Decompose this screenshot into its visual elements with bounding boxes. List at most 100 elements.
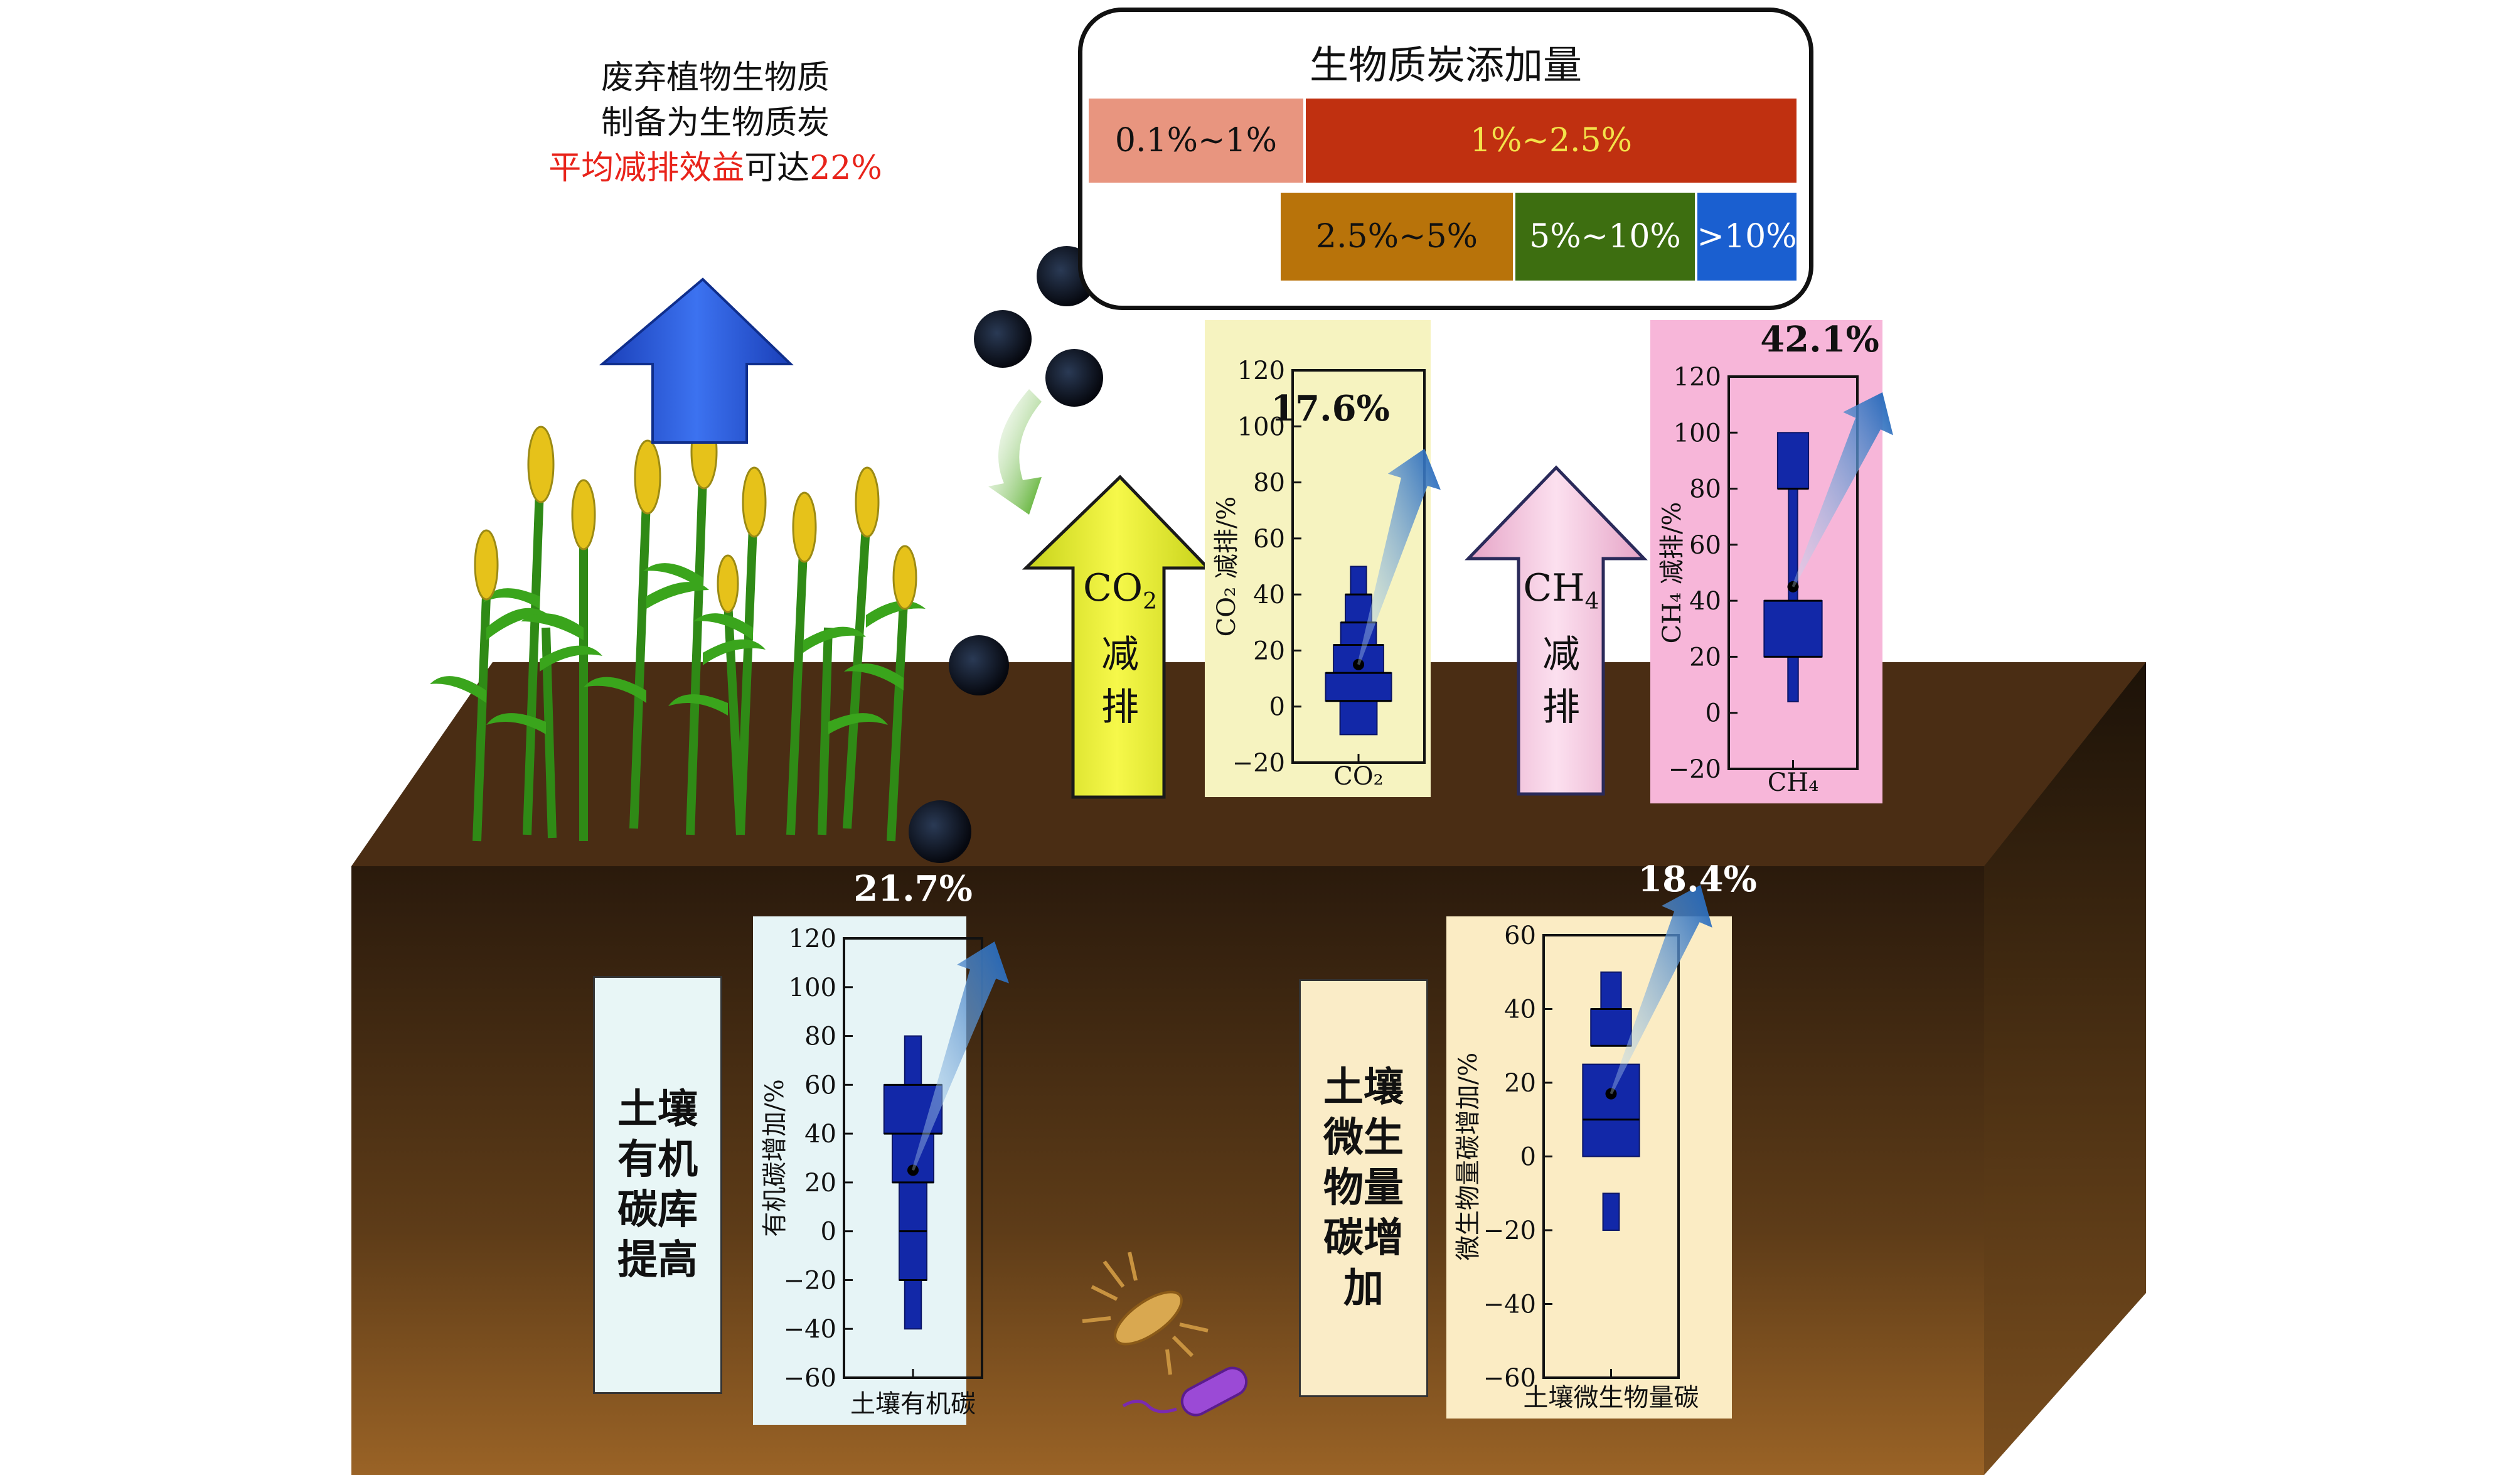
note-line-1: 废弃植物生物质 xyxy=(601,59,830,97)
legend-item-1-2.5: 1%~2.5% xyxy=(1306,99,1797,183)
legend-item-2.5-5: 2.5%~5% xyxy=(1281,193,1513,281)
y-tick-label: −20 xyxy=(1232,749,1285,778)
ch4-subscript: 4 xyxy=(1584,589,1599,614)
legend-item-5-10: 5%~10% xyxy=(1515,193,1695,281)
box-segment xyxy=(904,1035,922,1086)
box-segment xyxy=(904,1279,922,1330)
y-tick-label: 60 xyxy=(1504,921,1536,950)
legend-label: 5%~10% xyxy=(1529,218,1681,255)
note-black-text: 可达 xyxy=(744,149,810,187)
y-tick-label: 60 xyxy=(1689,531,1721,560)
y-tick-label: 80 xyxy=(1689,475,1721,504)
legend-label: 1%~2.5% xyxy=(1470,122,1633,159)
biomass-up-arrow xyxy=(599,277,794,444)
y-tick-label: 100 xyxy=(789,973,836,1002)
box-segment xyxy=(1590,1008,1632,1047)
legend-label: >10% xyxy=(1697,218,1797,255)
box-segment xyxy=(1345,594,1372,623)
box-segment xyxy=(1350,566,1367,596)
percent-label: 17.6% xyxy=(1271,388,1390,429)
increase-arrow-icon xyxy=(912,941,1009,1171)
box-segment xyxy=(1325,672,1392,702)
biochar-amount-legend: 生物质炭添加量 0.1%~1% 1%~2.5% 2.5%~5% 5%~10% >… xyxy=(1078,8,1813,310)
co2-subscript: 2 xyxy=(1143,589,1157,614)
y-tick-label: 80 xyxy=(804,1022,836,1051)
y-tick-label: 40 xyxy=(1504,995,1536,1024)
increase-arrow-icon xyxy=(1610,885,1712,1095)
y-axis-title: 有机碳增加/% xyxy=(761,1079,789,1236)
bacteria-illustration xyxy=(1082,1252,1248,1417)
box-segment xyxy=(1776,432,1810,490)
box-segment xyxy=(1339,700,1378,736)
ch4-arrow-label: CH4 减 排 xyxy=(1511,562,1611,734)
corn-leaves xyxy=(430,563,926,734)
y-tick-label: 120 xyxy=(789,925,836,953)
x-category-label: 土壤微生物量碳 xyxy=(1524,1383,1699,1412)
y-tick-label: 0 xyxy=(1269,693,1285,722)
y-tick-label: −40 xyxy=(1483,1290,1536,1319)
y-tick-label: 60 xyxy=(1253,525,1285,554)
y-tick-label: 20 xyxy=(1253,636,1285,665)
y-tick-label: 80 xyxy=(1253,469,1285,498)
box-segment xyxy=(899,1230,927,1281)
increase-arrow-icon xyxy=(1791,392,1893,587)
mean-dot xyxy=(907,1164,919,1176)
y-tick-label: −40 xyxy=(784,1315,836,1344)
legend-item-0.1-1: 0.1%~1% xyxy=(1089,99,1303,183)
co2-reduction-arrow xyxy=(1022,475,1212,799)
y-tick-label: 20 xyxy=(1689,643,1721,672)
ch4-line3: 排 xyxy=(1542,685,1580,729)
panel-background xyxy=(1650,320,1882,803)
note-line-2: 制备为生物质炭 xyxy=(601,104,830,142)
note-red-pct: 22% xyxy=(809,149,882,187)
soil-microbial-carbon-label: 土壤 微生 物量 碳增 加 xyxy=(1299,979,1428,1397)
biochar-benefit-note: 废弃植物生物质 制备为生物质炭 平均减排效益可达22% xyxy=(477,55,954,191)
ch4-text: CH xyxy=(1523,566,1585,610)
corn-plants xyxy=(472,476,908,842)
y-tick-label: −20 xyxy=(1483,1216,1536,1245)
y-tick-label: 0 xyxy=(821,1218,836,1247)
percent-label: 42.1% xyxy=(1760,319,1879,360)
y-tick-label: 40 xyxy=(804,1120,836,1149)
legend-label: 2.5%~5% xyxy=(1315,218,1478,255)
legend-title: 生物质炭添加量 xyxy=(1309,42,1582,88)
co2-line3: 排 xyxy=(1101,685,1139,729)
y-tick-label: −20 xyxy=(1668,755,1721,784)
y-tick-label: 120 xyxy=(1674,363,1721,392)
biochar-particles xyxy=(909,246,1103,863)
x-category-label: CH₄ xyxy=(1768,768,1819,797)
y-tick-label: −60 xyxy=(784,1364,836,1393)
box-segment xyxy=(1602,1193,1620,1231)
y-tick-label: 100 xyxy=(1674,419,1721,448)
soil-organic-carbon-label: 土壤 有机 碳库 提高 xyxy=(593,976,722,1394)
percent-label: 18.4% xyxy=(1638,859,1757,900)
y-tick-label: 120 xyxy=(1237,357,1285,385)
mbc-chart-panel: −60 −40 −20 0 20 40 60 土壤微生物量碳 微生物量碳增加/% 18.4% xyxy=(1446,859,1757,1419)
y-axis-title: CO₂ 减排/% xyxy=(1212,496,1241,637)
y-tick-label: 40 xyxy=(1253,581,1285,609)
box-segment xyxy=(1582,1063,1640,1157)
y-axis-title: CH₄ 减排/% xyxy=(1658,502,1687,644)
x-category-label: CO₂ xyxy=(1333,762,1383,791)
y-tick-label: 40 xyxy=(1689,587,1721,616)
note-line-3: 平均减排效益可达22% xyxy=(477,146,954,191)
ch4-reduction-arrow xyxy=(1465,465,1648,796)
soc-chart-panel: −60−40−20020406080100120土壤有机碳有机碳增加/%21.7… xyxy=(753,868,1009,1425)
co2-line2: 减 xyxy=(1101,633,1139,677)
y-tick-label: 100 xyxy=(1237,412,1285,441)
y-axis-title: 微生物量碳增加/% xyxy=(1454,1053,1483,1260)
co2-arrow-label: CO2 减 排 xyxy=(1070,562,1170,734)
y-tick-label: −20 xyxy=(784,1266,836,1295)
y-tick-label: 20 xyxy=(1504,1069,1536,1098)
panel-background xyxy=(1446,916,1732,1419)
percent-label: 21.7% xyxy=(853,868,973,909)
co2-text: CO xyxy=(1082,566,1143,610)
soil-side-face xyxy=(1984,662,2146,1475)
y-tick-label: −60 xyxy=(1483,1364,1536,1393)
y-tick-label: 20 xyxy=(804,1169,836,1198)
y-tick-label: 0 xyxy=(1520,1143,1536,1172)
legend-label: 0.1%~1% xyxy=(1114,122,1278,159)
box-segment xyxy=(1600,971,1622,1010)
